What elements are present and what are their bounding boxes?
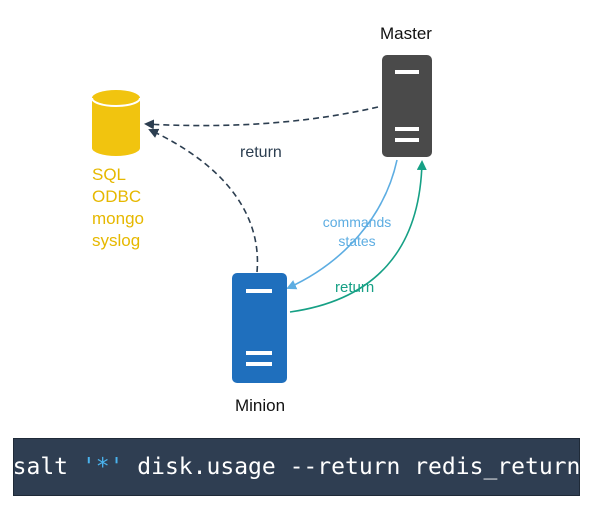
db-target-sql: SQL <box>92 165 126 184</box>
master-return-label: return <box>240 144 282 161</box>
minion-to-master-arrow <box>289 160 427 313</box>
db-target-mongo: mongo <box>92 209 144 228</box>
states-label: states <box>338 233 375 249</box>
database-targets: SQL ODBC mongo syslog <box>92 165 144 250</box>
command-prefix: salt <box>12 454 82 480</box>
master-label: Master <box>380 24 432 43</box>
master-server-icon <box>382 55 432 157</box>
command-target: '*' <box>81 454 124 480</box>
minion-label: Minion <box>235 396 285 415</box>
master-to-db-arrow <box>144 106 379 130</box>
commands-arrow <box>286 159 398 290</box>
db-target-syslog: syslog <box>92 231 140 250</box>
minion-return-label: return <box>335 279 374 296</box>
database-icon <box>91 90 141 156</box>
db-target-odbc: ODBC <box>92 187 141 206</box>
minion-server-icon <box>232 273 287 383</box>
minion-to-db-arrow <box>148 128 259 273</box>
salt-returner-diagram: Master SQL ODBC mongo syslog return comm… <box>91 24 432 415</box>
command-rest: disk.usage --return redis_return <box>123 454 581 480</box>
command-bar: salt '*' disk.usage --return redis_retur… <box>13 438 580 496</box>
commands-label: commands <box>323 214 391 230</box>
